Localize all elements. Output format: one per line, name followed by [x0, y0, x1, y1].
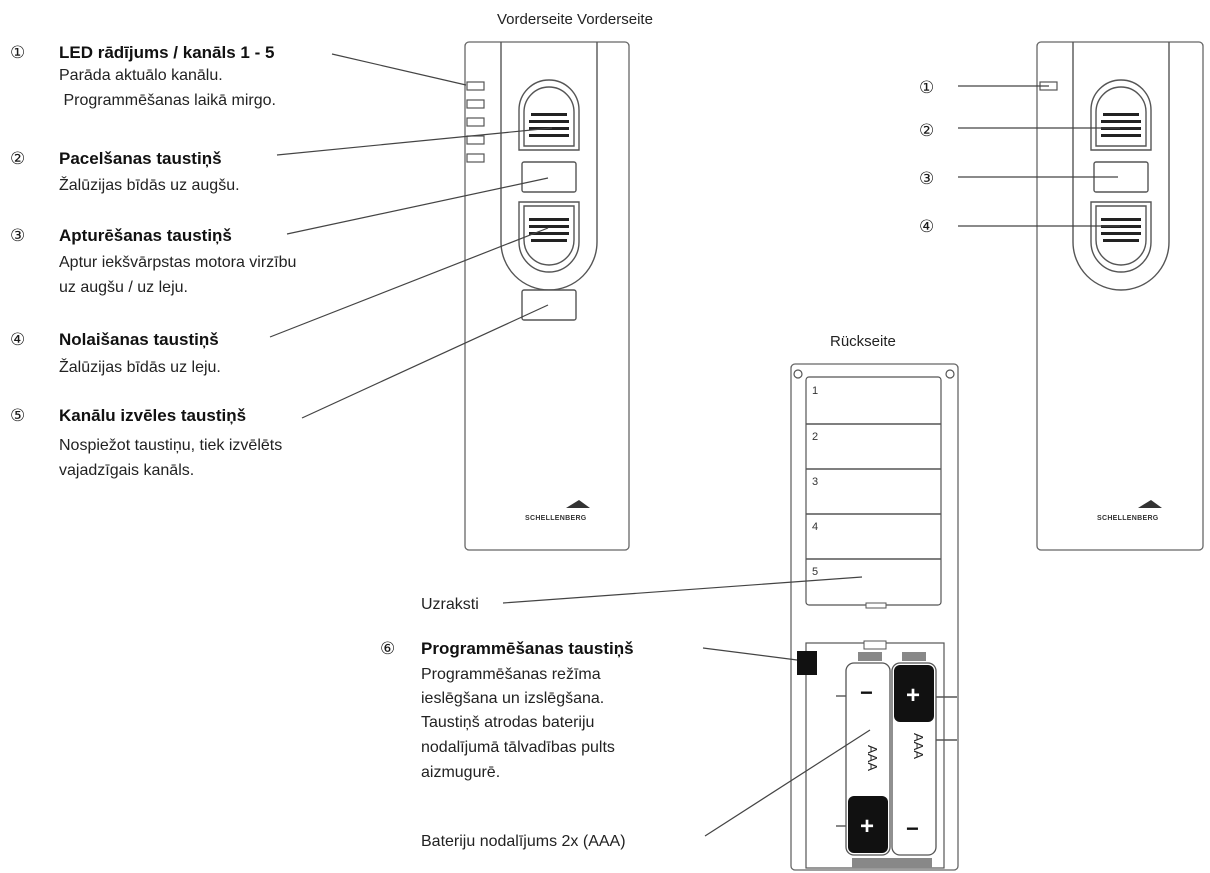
callout-6-desc-4: nodalījumā tālvadības pults	[421, 739, 615, 756]
channel-select-button[interactable]	[521, 289, 577, 321]
rear-remote: 1 2 3 4 5 + − AAA + − AAA	[790, 363, 959, 871]
programming-button[interactable]	[797, 651, 817, 675]
brand-logo: SCHELLENBERG	[525, 500, 590, 522]
leader-1	[331, 53, 467, 86]
leader-4	[269, 227, 549, 338]
callout-6-desc-3: Taustiņš atrodas bateriju	[421, 714, 594, 731]
battery-right-type: AAA	[911, 733, 926, 759]
label-slot-1: 1	[812, 385, 818, 397]
compartment-tab	[863, 640, 887, 650]
leader-6	[702, 647, 798, 661]
callout-1-number: ①	[10, 43, 25, 62]
callout-1-title: LED rādījums / kanāls 1 - 5	[59, 43, 274, 62]
battery-leader	[704, 729, 871, 837]
right-view-num-1: ①	[919, 78, 934, 97]
battery-right: + − AAA	[891, 662, 957, 856]
labels-leader	[502, 576, 863, 604]
callout-5: ⑤ Kanālu izvēles taustiņš Nospiežot taus…	[10, 406, 282, 479]
stop-button[interactable]	[521, 161, 577, 193]
callout-6-title: Programmēšanas taustiņš	[421, 639, 634, 658]
callout-2-title: Pacelšanas taustiņš	[59, 149, 222, 168]
label-slot-3: 3	[812, 476, 818, 488]
battery-left: + − AAA	[836, 662, 891, 856]
contact-bottom	[852, 858, 932, 868]
callout-4-title: Nolaišanas taustiņš	[59, 330, 219, 349]
labels-caption: Uzraksti	[421, 596, 479, 613]
callout-1-desc-1: Parāda aktuālo kanālu.	[59, 67, 223, 84]
callout-4-number: ④	[10, 330, 25, 349]
front-remote-left: SCHELLENBERG	[464, 41, 630, 551]
led-3	[466, 117, 485, 127]
leader-3	[286, 177, 549, 235]
callout-6-desc-5: aizmugurē.	[421, 764, 500, 781]
right-view-num-3: ③	[919, 169, 934, 188]
battery-right-plus: +	[906, 682, 920, 709]
callout-1: ① LED rādījums / kanāls 1 - 5 Parāda akt…	[10, 43, 276, 109]
brand-logo-right: SCHELLENBERG	[1097, 500, 1162, 522]
up-button-right[interactable]	[1090, 79, 1152, 151]
screw-hole-left	[793, 369, 803, 379]
led-1	[466, 81, 485, 91]
callout-5-title: Kanālu izvēles taustiņš	[59, 406, 246, 425]
leader-2	[276, 127, 553, 156]
contact-top-left	[858, 652, 882, 661]
callout-3-title: Apturēšanas taustiņš	[59, 226, 232, 245]
label-slot-2: 2	[812, 431, 818, 443]
callout-2: ② Pacelšanas taustiņš Žalūzijas bīdās uz…	[10, 149, 240, 194]
callout-3-number: ③	[10, 226, 25, 245]
callout-2-desc-1: Žalūzijas bīdās uz augšu.	[59, 175, 240, 194]
front-view-title: Vorderseite Vorderseite	[497, 11, 653, 28]
back-view-title: Rückseite	[830, 333, 896, 350]
led-4	[466, 135, 485, 145]
label-area	[805, 376, 942, 606]
brand-text-right: SCHELLENBERG	[1097, 515, 1159, 522]
battery-left-type: AAA	[865, 745, 880, 771]
callout-5-number: ⑤	[10, 406, 25, 425]
leader-5	[301, 304, 549, 419]
screw-hole-right	[945, 369, 955, 379]
battery-caption: Bateriju nodalījums 2x (AAA)	[421, 833, 626, 850]
callout-4: ④ Nolaišanas taustiņš Žalūzijas bīdās uz…	[10, 330, 221, 376]
callout-6-desc-2: ieslēgšana un izslēgšana.	[421, 690, 604, 707]
callout-4-desc-1: Žalūzijas bīdās uz leju.	[59, 357, 221, 376]
callout-5-desc-2: vajadzīgais kanāls.	[59, 462, 194, 479]
label-slot-4: 4	[812, 521, 818, 533]
led-2	[466, 99, 485, 109]
callout-2-number: ②	[10, 149, 25, 168]
down-button-right[interactable]	[1090, 201, 1152, 273]
led-5	[466, 153, 485, 163]
battery-left-minus: −	[860, 680, 873, 705]
front-remote-right: SCHELLENBERG	[1036, 41, 1204, 551]
right-view-num-4: ④	[919, 217, 934, 236]
callout-3: ③ Apturēšanas taustiņš Aptur iekšvārpsta…	[10, 226, 296, 296]
down-button[interactable]	[518, 201, 580, 273]
right-view-num-2: ②	[919, 121, 934, 140]
label-tab	[865, 602, 887, 609]
label-slot-5: 5	[812, 566, 818, 578]
brand-text: SCHELLENBERG	[525, 515, 587, 522]
callout-6: ⑥ Programmēšanas taustiņš Programmēšanas…	[380, 639, 634, 781]
contact-top-right	[902, 652, 926, 661]
callout-5-desc-1: Nospiežot taustiņu, tiek izvēlēts	[59, 437, 282, 454]
callout-6-number: ⑥	[380, 639, 395, 658]
callout-3-desc-1: Aptur iekšvārpstas motora virzību	[59, 254, 296, 271]
callout-3-desc-2: uz augšu / uz leju.	[59, 279, 188, 296]
callout-1-desc-2: Programmēšanas laikā mirgo.	[59, 92, 276, 109]
battery-left-plus: +	[860, 813, 874, 840]
battery-right-minus: −	[906, 816, 919, 841]
callout-6-desc-1: Programmēšanas režīma	[421, 666, 601, 683]
